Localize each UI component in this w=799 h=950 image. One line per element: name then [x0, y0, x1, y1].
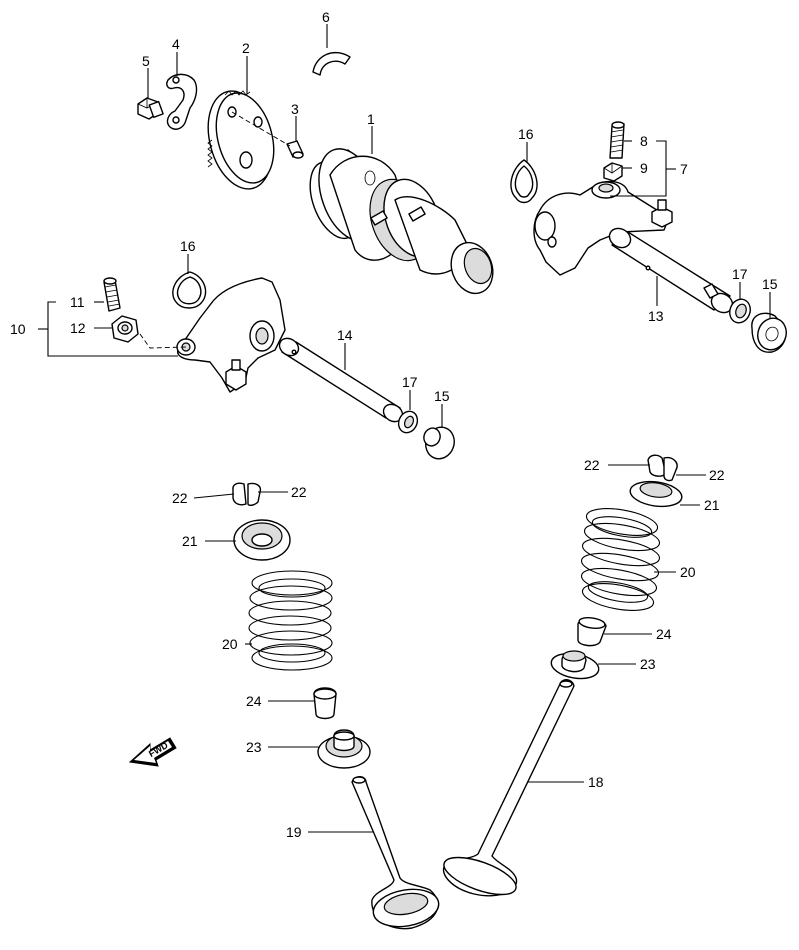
part-14-rocker-shaft: [278, 337, 404, 423]
callout-9: 9: [640, 160, 648, 176]
callout-12: 12: [70, 320, 86, 336]
callout-labels: 5 4 2 3 6 1 16 8 9 7 13 17 15 16 11 12 1…: [10, 9, 778, 840]
callout-24-right: 24: [656, 626, 672, 642]
part-22-cotters-left: [232, 482, 262, 507]
part-24-seal-left: [313, 687, 337, 720]
callout-10: 10: [10, 321, 26, 337]
part-12-nut: [111, 315, 139, 343]
part-2-cam-sprocket: [207, 90, 275, 190]
callout-17-lower: 17: [402, 374, 418, 390]
part-13-rocker-shaft: [608, 227, 734, 314]
callout-20-left: 20: [222, 636, 238, 652]
callout-22-right-b: 22: [709, 467, 725, 483]
leader-lines: [38, 24, 771, 833]
callout-21-left: 21: [182, 533, 198, 549]
callout-3: 3: [291, 101, 299, 117]
part-17-oring-upper: [729, 298, 751, 324]
callout-5: 5: [142, 53, 150, 69]
part-24-seal-right: [577, 617, 607, 647]
callout-14: 14: [337, 327, 353, 343]
callout-13: 13: [648, 308, 664, 324]
callout-17-upper: 17: [732, 266, 748, 282]
callout-15-lower: 15: [434, 388, 450, 404]
part-18-valve: [442, 679, 575, 897]
part-5-bolt: [137, 97, 164, 120]
part-22-cotters-right: [647, 454, 678, 482]
part-23-seat-left: [317, 729, 371, 769]
callout-2: 2: [242, 40, 250, 56]
fwd-arrow-icon: FWD: [128, 737, 177, 767]
part-3-dowel-pin: [231, 111, 304, 159]
callout-1: 1: [367, 111, 375, 127]
callout-22-left-b: 22: [291, 484, 307, 500]
callout-16-lower: 16: [180, 238, 196, 254]
callout-23-right: 23: [640, 656, 656, 672]
callout-24-left: 24: [246, 693, 262, 709]
callout-18: 18: [588, 774, 604, 790]
callout-7: 7: [680, 161, 688, 177]
part-6-clip: [312, 52, 351, 76]
part-8-adjust-screw: [609, 121, 625, 159]
callout-11: 11: [70, 294, 85, 310]
callout-8: 8: [640, 133, 648, 149]
callout-16-upper: 16: [518, 126, 534, 142]
callout-23-left: 23: [246, 739, 262, 755]
part-9-nut: [603, 162, 623, 182]
part-4-lock-plate: [166, 73, 198, 130]
part-16-oring-upper: [510, 159, 538, 204]
part-23-seat-right: [550, 650, 600, 680]
callout-21-right: 21: [704, 497, 720, 513]
part-11-adjust-screw: [103, 277, 121, 312]
part-1-camshaft: [309, 148, 494, 295]
callout-22-left-a: 22: [172, 490, 188, 506]
callout-15-upper: 15: [762, 276, 778, 292]
part-17-oring-lower: [397, 410, 419, 434]
part-16-oring-lower: [172, 271, 207, 309]
part-21-retainer-right: [629, 480, 683, 508]
part-15-plug-lower: [423, 426, 455, 460]
part-15-plug-upper: [751, 312, 787, 353]
callout-19: 19: [286, 824, 302, 840]
part-20-spring-right: [580, 508, 661, 611]
part-10-rocker-arm: [139, 277, 286, 393]
callout-20-right: 20: [680, 564, 696, 580]
part-7-rocker-arm: [533, 180, 673, 276]
callout-6: 6: [322, 9, 330, 25]
callout-22-right-a: 22: [584, 457, 600, 473]
part-19-valve: [351, 776, 440, 930]
part-21-retainer-left: [233, 519, 291, 561]
callout-4: 4: [172, 36, 180, 52]
part-20-spring-left: [248, 570, 333, 671]
